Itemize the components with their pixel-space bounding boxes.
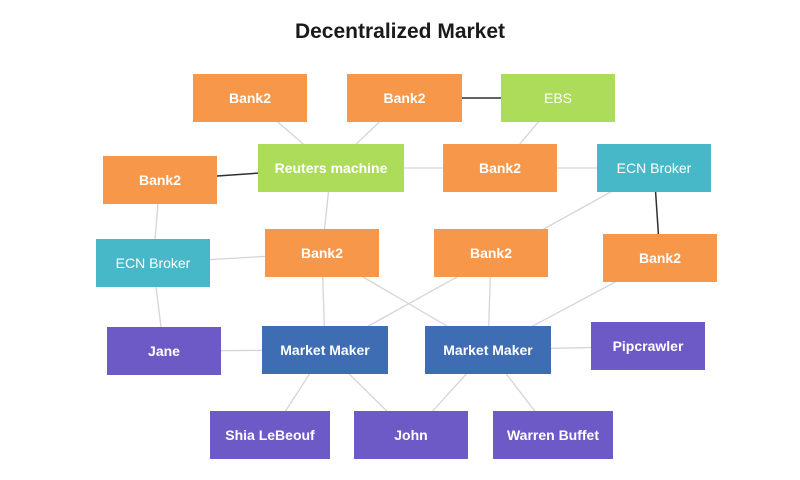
diagram-title: Decentralized Market [294,20,506,43]
node-bank-4[interactable]: Bank2 [443,144,557,192]
node-bank-5[interactable]: Bank2 [265,229,379,277]
node-reuters-machine[interactable]: Reuters machine [258,144,404,192]
node-jane[interactable]: Jane [107,327,221,375]
node-bank-6[interactable]: Bank2 [434,229,548,277]
node-pipcrawler[interactable]: Pipcrawler [591,322,705,370]
node-ebs[interactable]: EBS [501,74,615,122]
node-john[interactable]: John [354,411,468,459]
node-bank-3[interactable]: Bank2 [103,156,217,204]
node-market-maker-2[interactable]: Market Maker [425,326,551,374]
node-shia-lebeouf[interactable]: Shia LeBeouf [210,411,330,459]
node-bank-1[interactable]: Bank2 [193,74,307,122]
node-bank-7[interactable]: Bank2 [603,234,717,282]
node-bank-2[interactable]: Bank2 [347,74,462,122]
node-ecn-broker-2[interactable]: ECN Broker [96,239,210,287]
node-warren-buffet[interactable]: Warren Buffet [493,411,613,459]
node-ecn-broker-1[interactable]: ECN Broker [597,144,711,192]
node-market-maker-1[interactable]: Market Maker [262,326,388,374]
